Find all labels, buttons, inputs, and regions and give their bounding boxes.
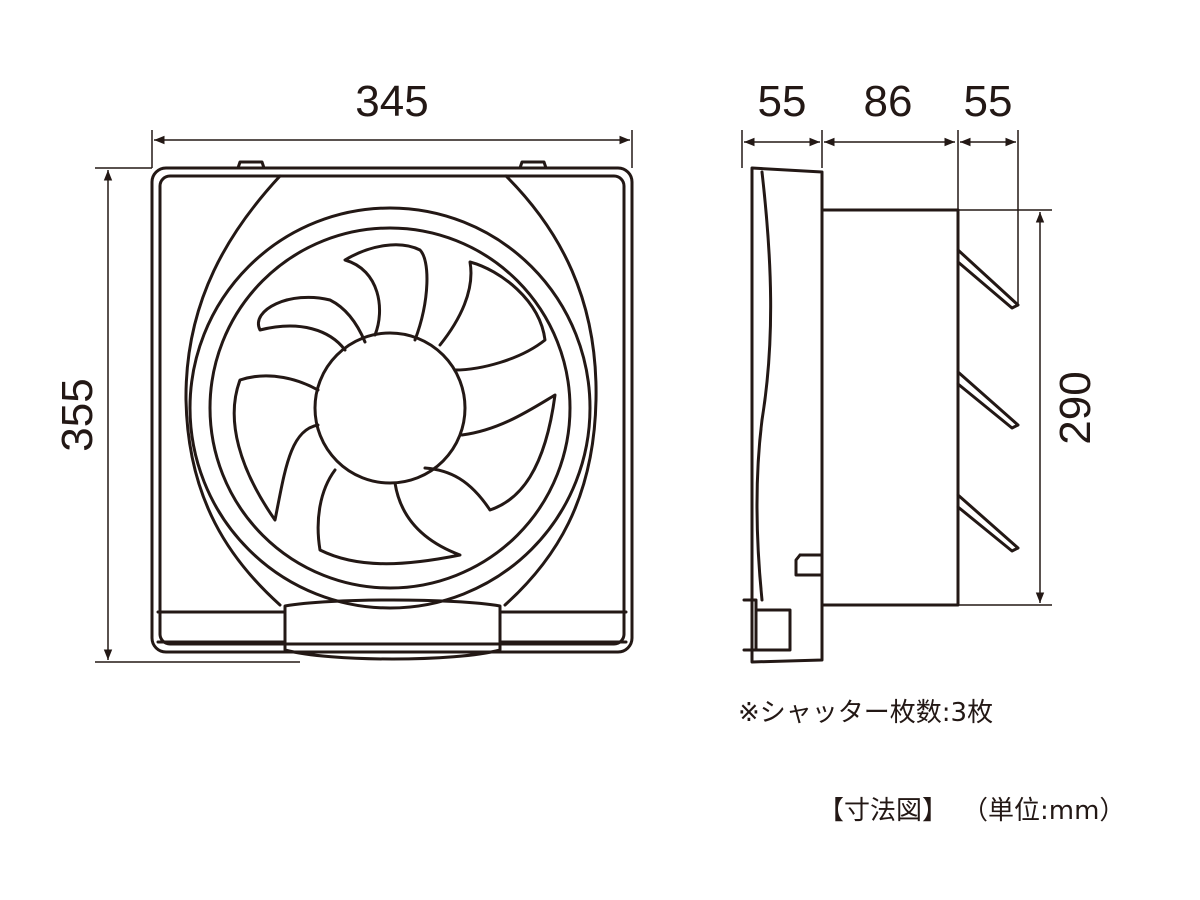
drawing-title: 【寸法図】	[818, 796, 949, 826]
unit-note: （単位:mm）	[962, 796, 1126, 826]
outer-ring	[188, 206, 592, 610]
fan-blades	[232, 243, 557, 566]
pull-handle	[283, 598, 502, 661]
side-latch	[742, 553, 824, 652]
shutter-depth-label: 55	[964, 77, 1013, 126]
fan-hub	[313, 331, 467, 485]
side-front-panel	[750, 166, 824, 664]
shutter-blades	[956, 248, 1020, 553]
front-panel	[150, 166, 634, 654]
inner-ring	[208, 226, 572, 590]
height-dimension-label: 355	[53, 378, 102, 451]
front-view: 345 355	[53, 77, 634, 663]
width-dimension-label: 345	[355, 77, 428, 126]
grille-left-arc	[184, 174, 282, 607]
shutter-count-note: ※シャッター枚数:3枚	[738, 698, 994, 728]
body-depth-label: 86	[864, 77, 913, 126]
front-depth-label: 55	[758, 77, 807, 126]
top-tabs	[236, 160, 548, 170]
shutter-height-label: 290	[1051, 371, 1100, 444]
front-panel-inner	[158, 174, 626, 646]
grille-right-arc	[503, 174, 598, 607]
bottom-rail	[156, 610, 628, 644]
side-view: 55 86 55 290	[741, 77, 1100, 664]
side-front-contour	[755, 170, 773, 602]
side-body	[820, 208, 960, 607]
